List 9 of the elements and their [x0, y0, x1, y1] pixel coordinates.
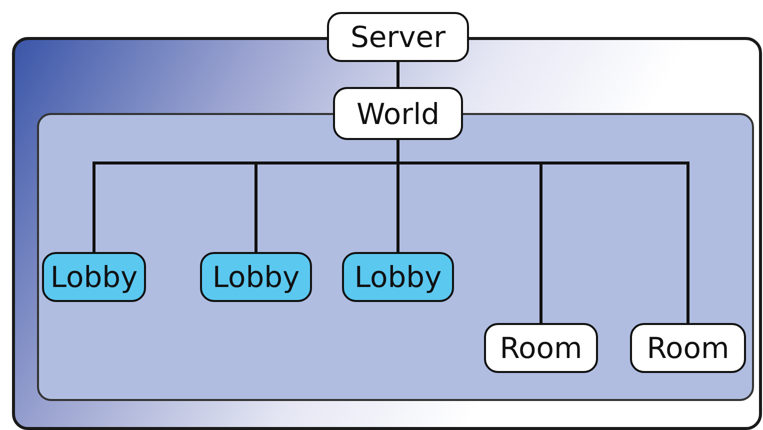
server-box: Server — [327, 12, 469, 62]
world-box: World — [333, 87, 463, 140]
lobby-box: Lobby — [200, 252, 312, 302]
lobby-box: Lobby — [42, 252, 146, 302]
lobby-box: Lobby — [342, 252, 454, 302]
connector-line — [396, 62, 400, 87]
room-box: Room — [630, 323, 746, 373]
connector-line — [396, 140, 690, 323]
room-box: Room — [484, 323, 598, 373]
